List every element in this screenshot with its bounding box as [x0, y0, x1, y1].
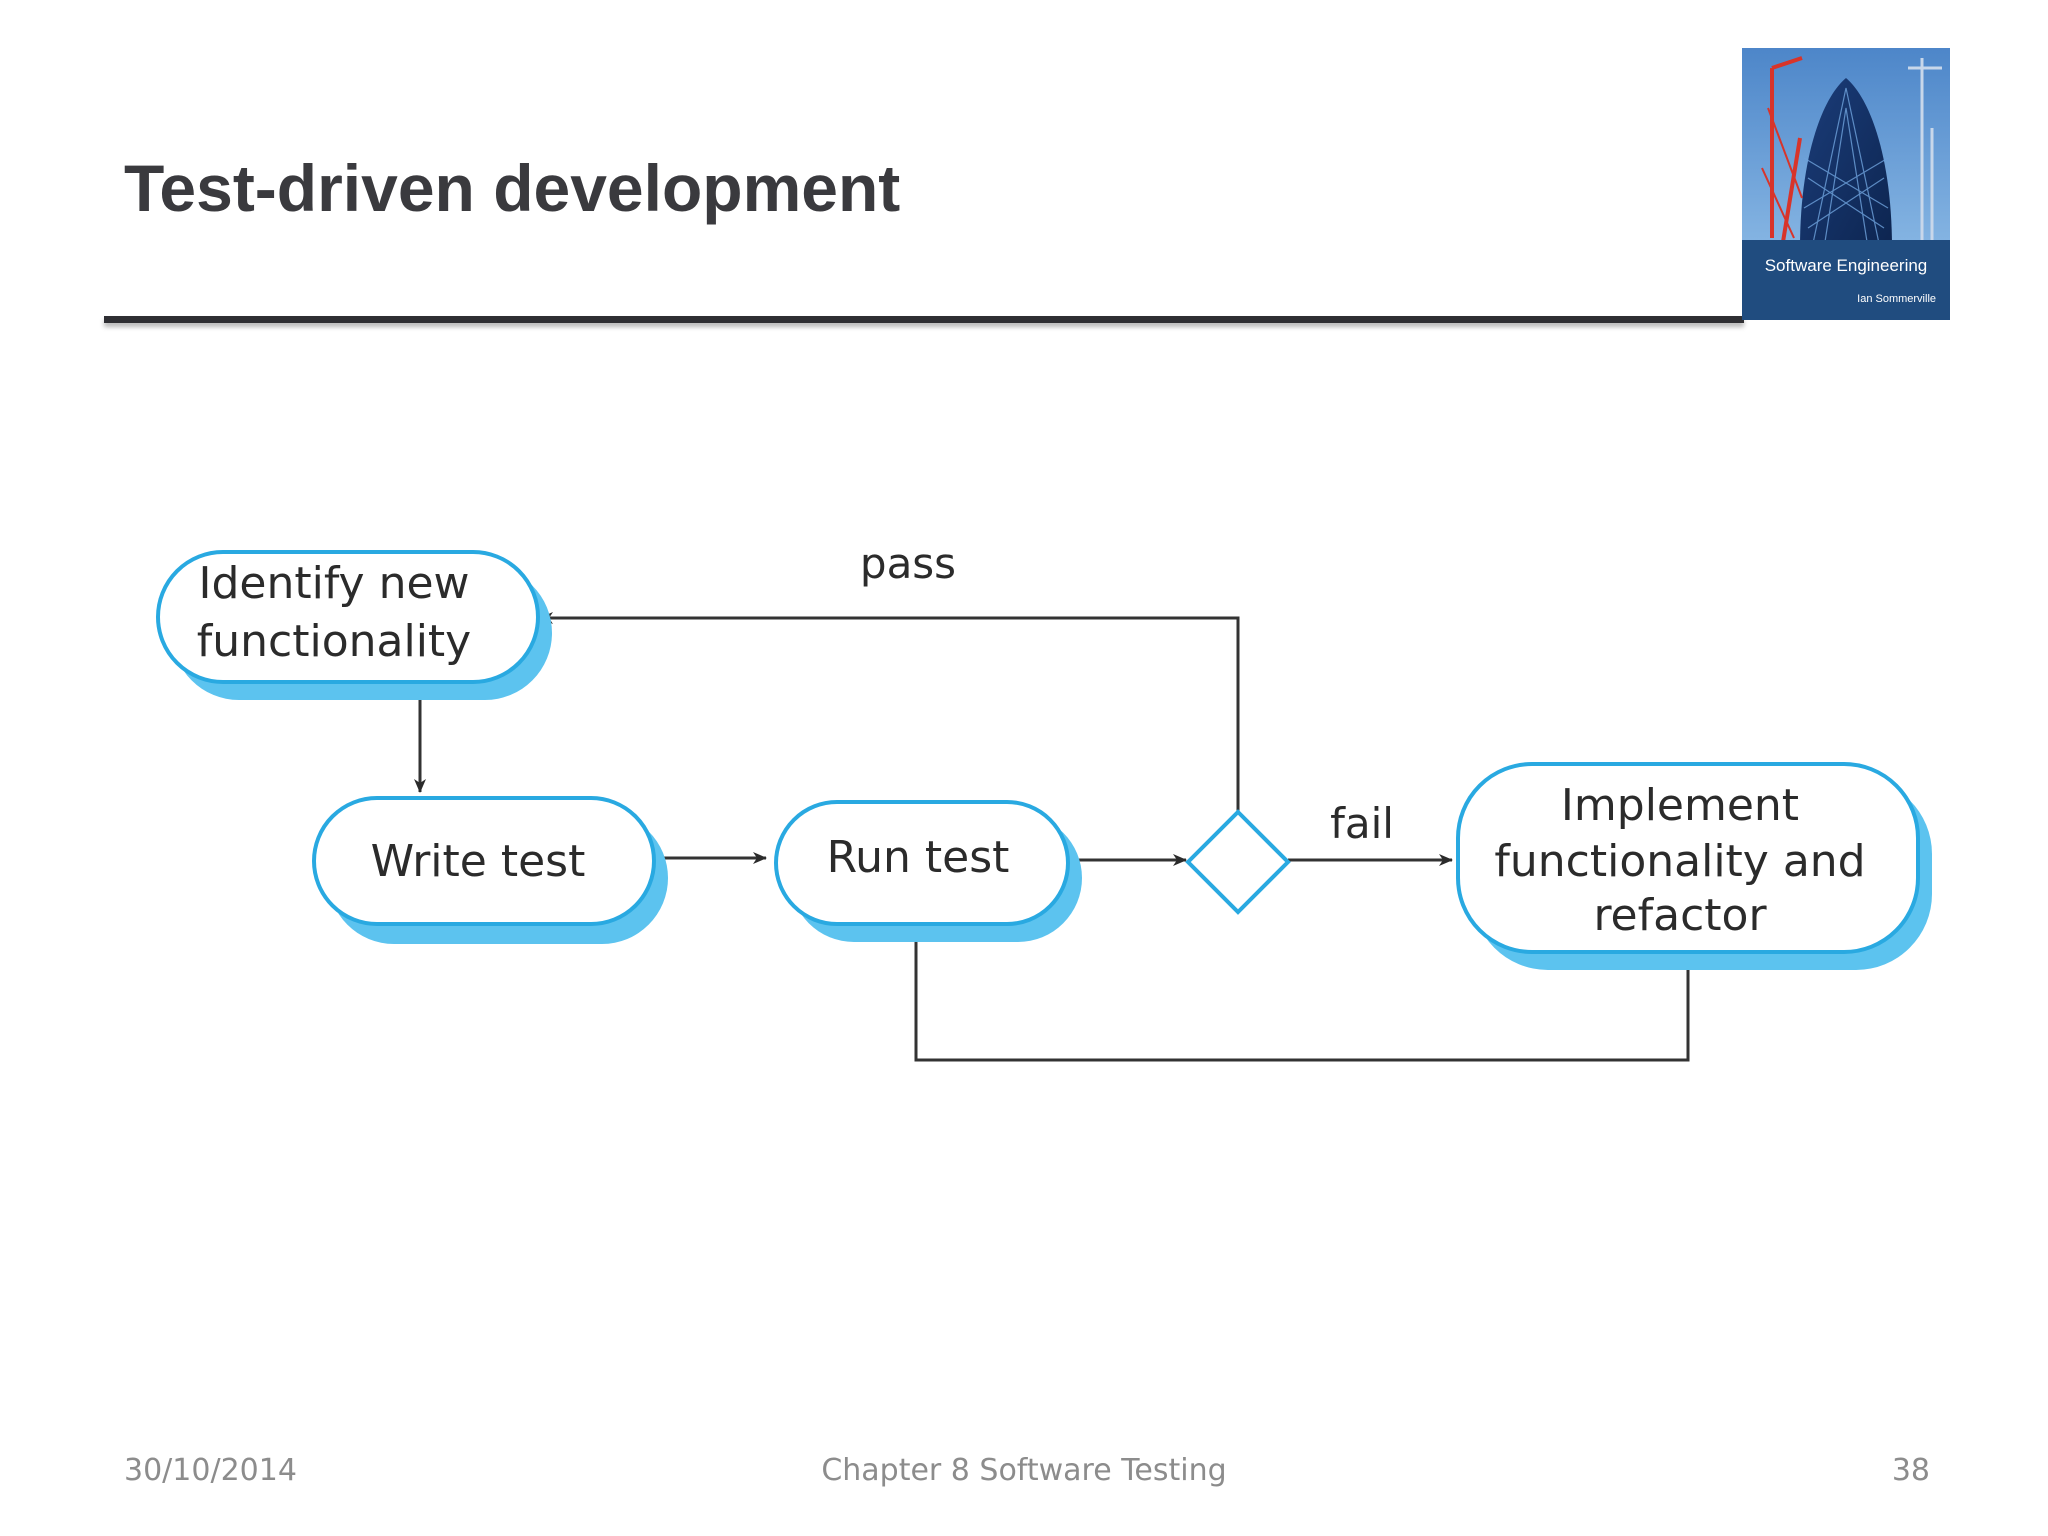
edge-implement-to-run	[910, 921, 1690, 1062]
book-cover-image: Software Engineering Ian Sommerville	[1742, 48, 1950, 320]
node-implement-functionality: Implement functionality and refactor	[1456, 762, 1932, 970]
footer-chapter: Chapter 8 Software Testing	[821, 1453, 1227, 1488]
node-write-test-label: Write test	[371, 836, 586, 887]
title-divider	[104, 316, 1744, 323]
footer-date: 30/10/2014	[124, 1453, 297, 1488]
book-cover-author: Ian Sommerville	[1857, 293, 1936, 305]
node-run-test: Run test	[774, 800, 1082, 942]
node-identify-label-line1: Identify new	[198, 558, 469, 609]
edge-decision-pass-to-identify	[539, 612, 1240, 814]
node-implement-label-line3: refactor	[1593, 890, 1767, 941]
node-run-test-label: Run test	[827, 832, 1010, 883]
page-number: 38	[1891, 1453, 1930, 1488]
decision-diamond	[1185, 809, 1291, 915]
edge-label-fail: fail	[1330, 799, 1394, 848]
slide-title: Test-driven development	[124, 151, 901, 225]
book-cover-title: Software Engineering	[1764, 256, 1928, 275]
node-identify-new-functionality: Identify new functionality	[156, 550, 552, 700]
node-implement-label-line1: Implement	[1561, 780, 1799, 831]
node-implement-label-line2: functionality and	[1494, 836, 1865, 887]
edge-label-pass: pass	[860, 539, 956, 588]
node-write-test: Write test	[312, 796, 668, 944]
node-identify-label-line2: functionality	[197, 616, 471, 667]
